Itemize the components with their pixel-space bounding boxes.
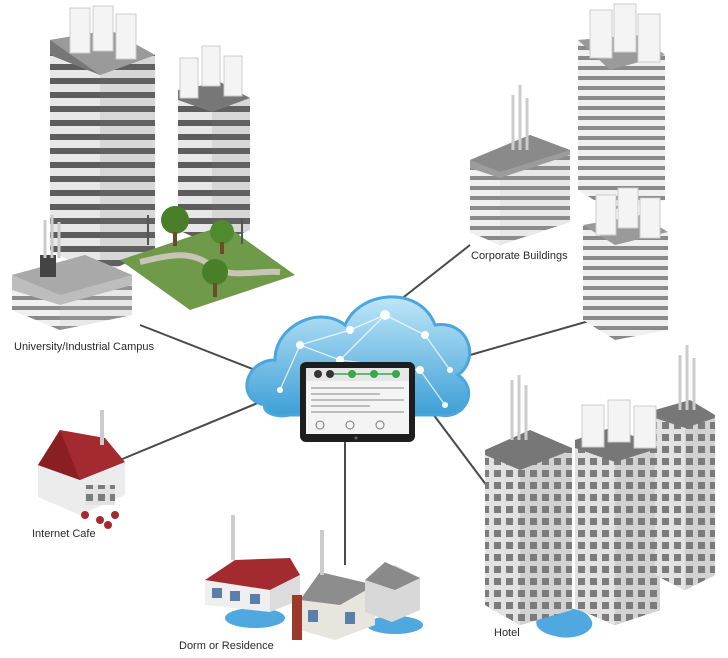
dorm-residence-houses <box>205 515 423 640</box>
campus-tall-tower <box>50 5 155 275</box>
connection-lines <box>119 244 611 565</box>
corporate-tower-bottom <box>583 187 668 340</box>
tablet <box>300 362 415 442</box>
internet-cafe-building <box>38 410 125 529</box>
link-campus <box>139 324 256 371</box>
link-hotel <box>429 409 491 491</box>
corporate-tower-top <box>578 3 665 210</box>
label-university-campus: University/Industrial Campus <box>14 341 154 353</box>
hotel-buildings <box>485 345 715 638</box>
label-internet-cafe: Internet Cafe <box>32 528 96 540</box>
campus-low-building <box>12 215 132 330</box>
label-hotel: Hotel <box>494 627 520 639</box>
campus-second-tower <box>178 45 250 245</box>
campus-park <box>120 206 295 310</box>
corporate-small-building <box>470 85 570 245</box>
label-dorm-residence: Dorm or Residence <box>179 640 274 652</box>
label-corporate-buildings: Corporate Buildings <box>471 250 568 262</box>
link-cafe <box>119 399 266 461</box>
link-corporate <box>399 244 471 301</box>
